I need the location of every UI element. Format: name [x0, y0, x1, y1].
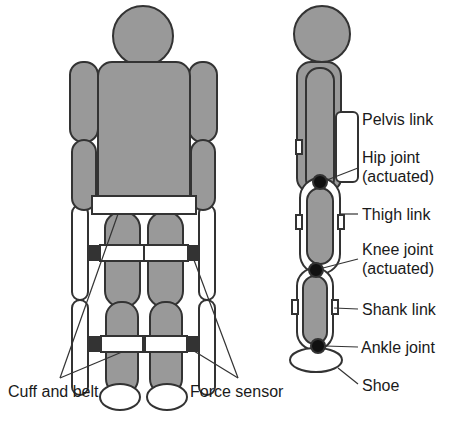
- part-label-box: Shoe: [362, 376, 467, 395]
- head: [294, 6, 350, 62]
- part-label-box: Ankle joint: [361, 338, 469, 357]
- shank-link: [297, 268, 333, 350]
- force-sensor: [88, 246, 100, 260]
- part-label-box: Force sensor: [190, 382, 340, 401]
- leader-line: [323, 259, 358, 268]
- belt: [296, 140, 302, 154]
- torso: [98, 62, 190, 212]
- shoe: [100, 384, 140, 410]
- cuff: [145, 336, 187, 352]
- force-sensor: [188, 246, 199, 260]
- part-label: Shank link: [362, 300, 467, 319]
- cuff: [101, 336, 143, 352]
- part-label-box: Shank link: [362, 300, 467, 319]
- shank: [303, 276, 327, 344]
- part-label: Thigh link: [362, 205, 467, 224]
- head: [113, 6, 173, 66]
- cuff: [144, 245, 188, 261]
- leader-line: [338, 368, 358, 384]
- part-label: Ankle joint: [361, 338, 469, 357]
- leader-line: [341, 213, 358, 214]
- part-label-box: Knee joint (actuated): [362, 240, 452, 278]
- part-label: Pelvis link: [362, 110, 467, 129]
- torso: [297, 62, 341, 192]
- part-label: Shoe: [362, 376, 467, 395]
- leader-line: [194, 351, 238, 378]
- leader-line: [327, 168, 358, 180]
- part-label-box: Hip joint (actuated): [362, 148, 452, 186]
- part-label-box: Thigh link: [362, 205, 467, 224]
- part-label-box: Pelvis link: [362, 110, 467, 129]
- part-label-box: Cuff and belt: [8, 382, 158, 401]
- knee-joint: [309, 263, 323, 277]
- leader-line: [194, 260, 238, 378]
- leader-line: [325, 346, 358, 347]
- cuff: [338, 215, 344, 229]
- shank-link-bar: [199, 300, 215, 395]
- part-label: Hip joint (actuated): [362, 148, 452, 186]
- part-label: Force sensor: [190, 382, 340, 401]
- leader-line: [60, 214, 118, 378]
- thigh-link-bar: [72, 205, 88, 300]
- leader-lines: [60, 168, 358, 384]
- belt: [92, 196, 196, 214]
- cuff: [296, 215, 302, 229]
- cuff: [292, 300, 298, 314]
- force-sensor: [89, 337, 101, 351]
- thigh-link: [300, 178, 340, 274]
- ankle-joint: [311, 339, 325, 353]
- force-sensor: [187, 337, 199, 351]
- thigh-link-bar: [199, 205, 215, 300]
- leader-line: [334, 308, 358, 309]
- shank-link-bar: [72, 300, 88, 395]
- arm: [306, 68, 334, 192]
- upper-arm: [189, 62, 217, 142]
- upper-arm: [70, 62, 98, 142]
- thigh: [307, 188, 333, 264]
- shoe: [147, 384, 187, 410]
- hip-joint: [313, 175, 327, 189]
- pelvis-link: [336, 112, 358, 182]
- front-view: [70, 6, 217, 410]
- cuff: [332, 300, 338, 314]
- part-label: Cuff and belt: [8, 382, 158, 401]
- part-label: Knee joint (actuated): [362, 240, 452, 278]
- leader-line: [60, 352, 122, 378]
- side-view: [290, 6, 358, 372]
